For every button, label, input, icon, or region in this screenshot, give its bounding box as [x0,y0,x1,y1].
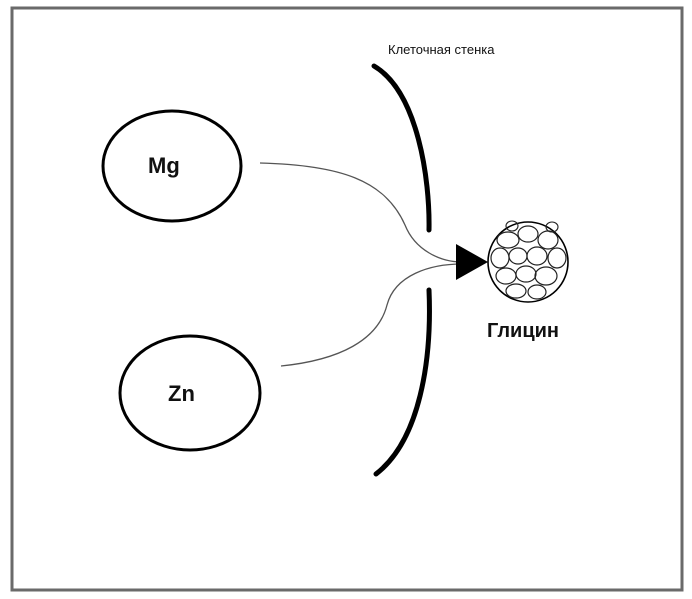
zn-transport-line [280,263,463,367]
cell-wall-lower [373,287,432,477]
cell-wall-label: Клеточная стенка [388,42,495,57]
mg-ellipse [101,109,243,223]
diagram-frame [10,6,684,592]
glycine-cluster [487,220,569,303]
glycine-label: Глицин [487,320,560,342]
mg-label: Mg [148,153,180,178]
zn-ellipse [118,334,262,452]
arrow-head [456,244,488,280]
mg-transport-line [259,162,463,263]
zn-label: Zn [168,381,195,406]
cell-wall [371,63,432,233]
